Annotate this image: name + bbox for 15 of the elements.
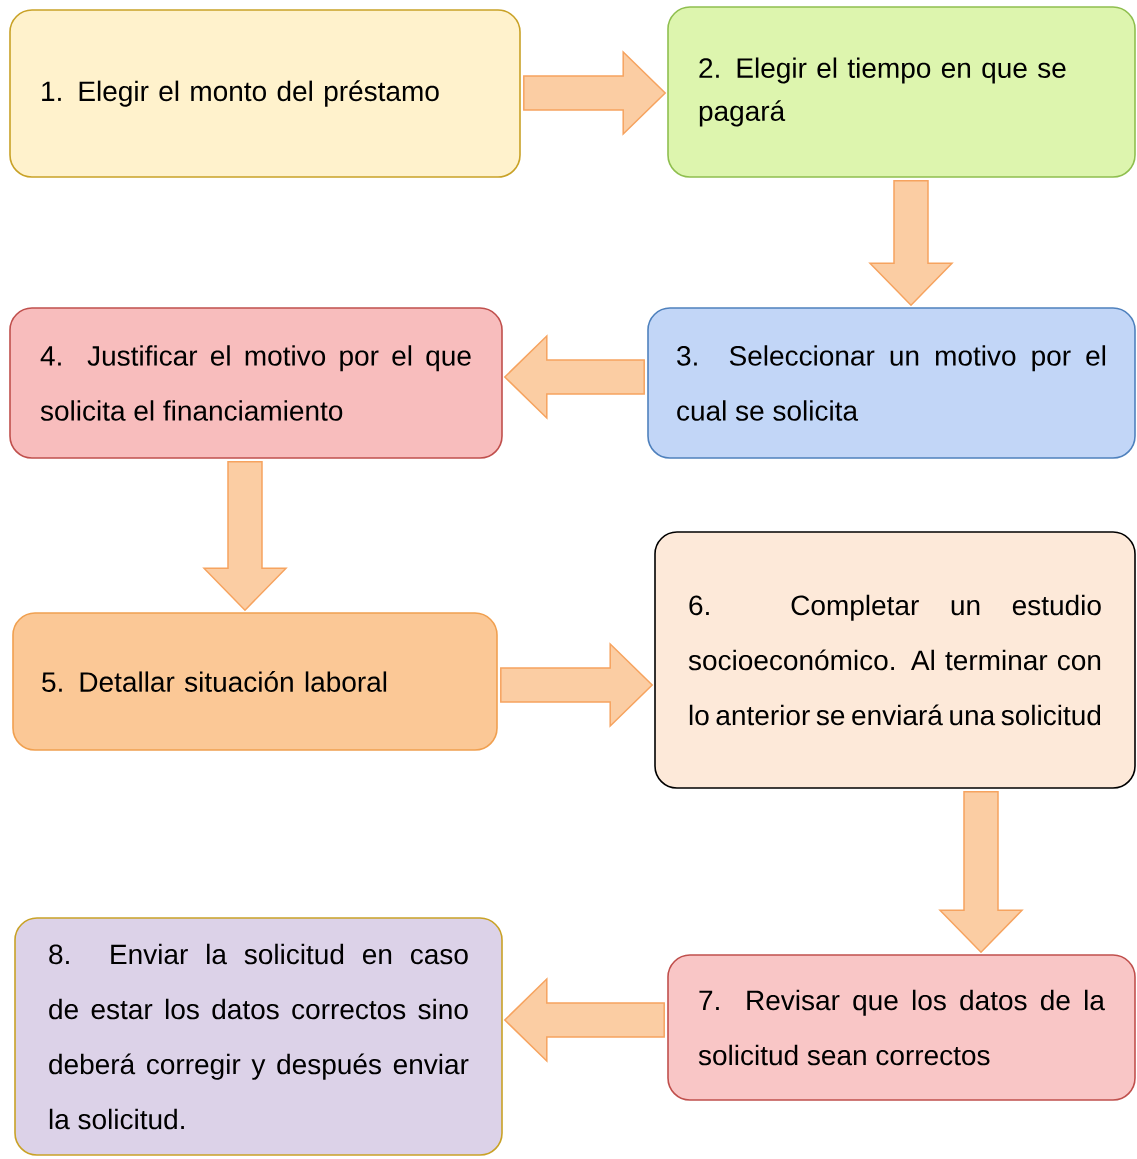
process-box: 6. Completar un estudio socioeconómico. Al terminar con lo anterior se enviará una solicitud [654, 531, 1136, 789]
process-box: 4. Justificar el motivo por el que solicita el financiamiento [9, 307, 503, 459]
process-box: 7. Revisar que los datos de la solicitud sean correctos [667, 954, 1136, 1101]
block-arrow [868, 180, 954, 307]
block-arrow [500, 642, 654, 728]
block-arrow [202, 461, 288, 612]
process-box: 3. Seleccionar un motivo por el cual se solicita [647, 307, 1136, 459]
process-box: 1. Elegir el monto del préstamo [9, 9, 521, 178]
process-box: 2. Elegir el tiempo en que se pagará [667, 6, 1136, 178]
block-arrow [503, 334, 645, 420]
process-box: 8. Enviar la solicitud en caso de estar los datos correctos sino deberá corregir y después enviar la solicitud. [14, 917, 503, 1156]
block-arrow [523, 50, 667, 136]
process-box: 5. Detallar situación laboral [12, 612, 498, 751]
block-arrow [503, 977, 665, 1063]
block-arrow [938, 791, 1024, 954]
